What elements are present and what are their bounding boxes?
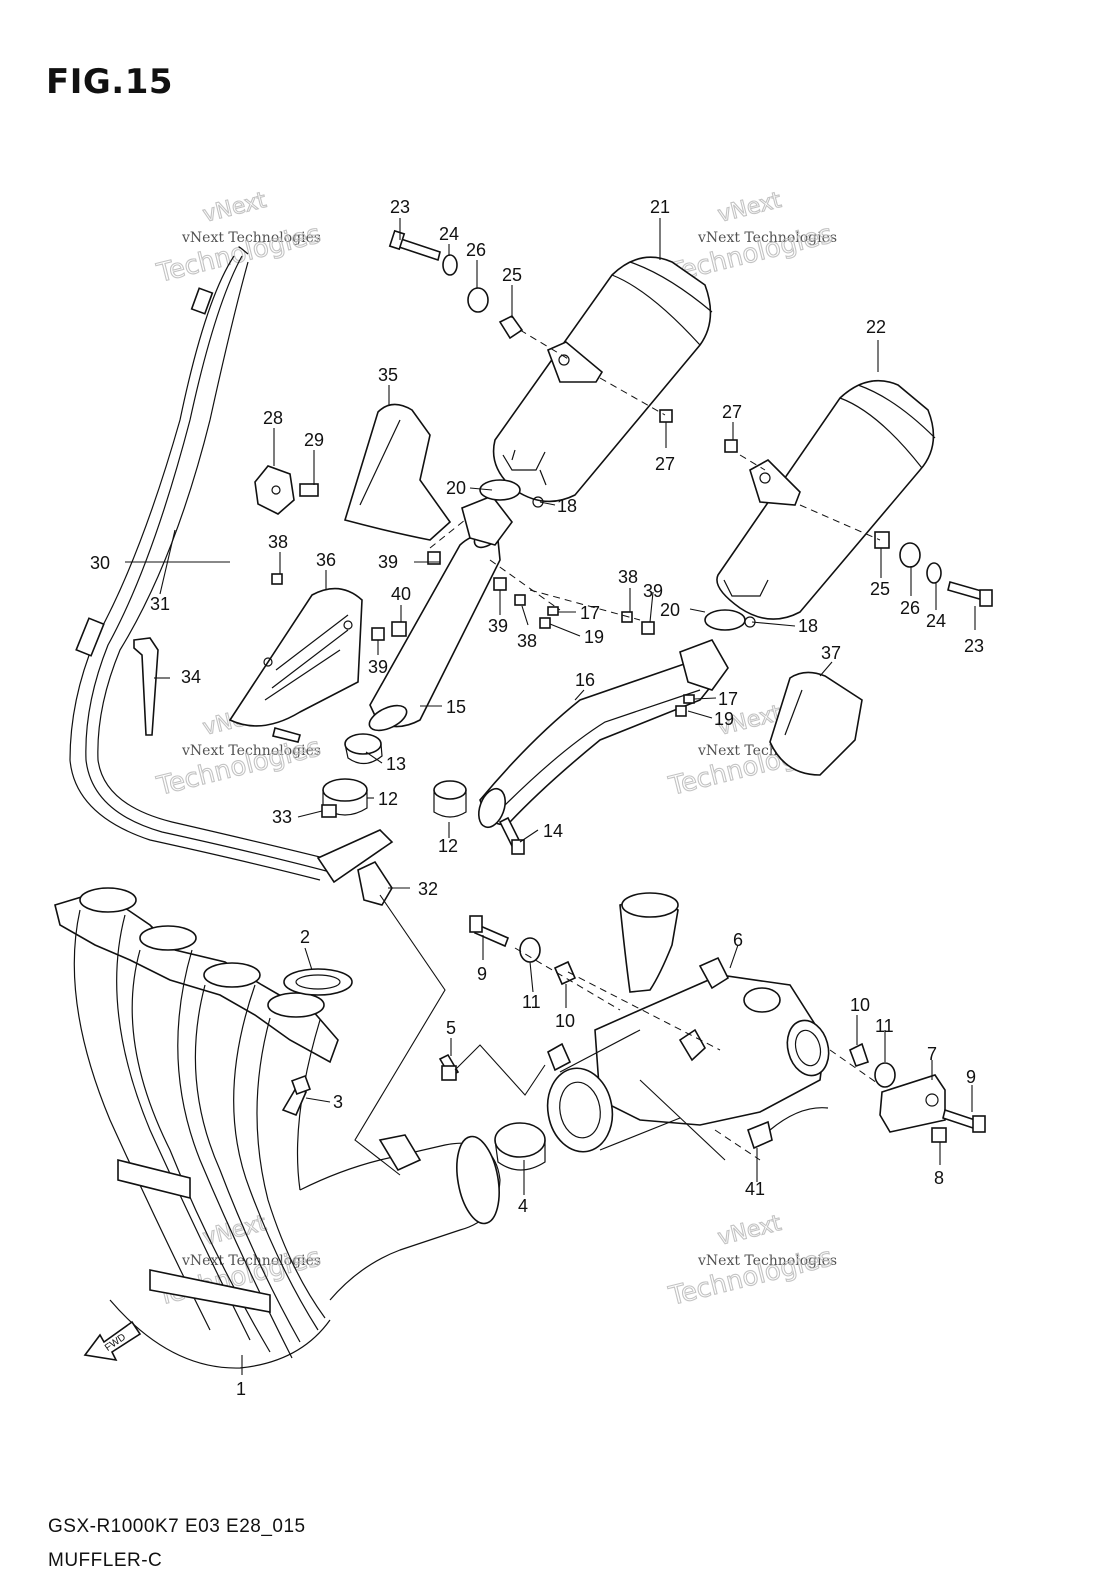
part-label-39: 39: [488, 616, 508, 636]
leader-lines: [125, 218, 976, 1375]
part-label-34: 34: [181, 667, 201, 687]
part-label-12: 12: [438, 836, 458, 856]
fwd-arrow: FWD: [83, 1320, 142, 1362]
ring-4-drawing: [494, 1122, 546, 1171]
part-label-29: 29: [304, 430, 324, 450]
part-label-11: 11: [875, 1016, 894, 1036]
svg-text:vNext: vNext: [200, 1211, 269, 1251]
part-label-20: 20: [446, 478, 466, 498]
svg-text:vNext: vNext: [715, 1211, 784, 1251]
svg-text:vNext Technologies: vNext Technologies: [181, 743, 321, 759]
model-code: GSX-R1000K7 E03 E28_015: [48, 1516, 306, 1537]
part-label-26: 26: [900, 598, 920, 618]
part-label-38: 38: [517, 631, 537, 651]
part-label-33: 33: [272, 807, 292, 827]
part-label-6: 6: [733, 930, 743, 950]
part-label-39: 39: [643, 581, 663, 601]
part-label-15: 15: [446, 697, 466, 717]
part-label-39: 39: [378, 552, 398, 572]
part-label-5: 5: [446, 1018, 456, 1038]
part-label-38: 38: [618, 567, 638, 587]
part-label-4: 4: [518, 1196, 528, 1216]
part-label-17: 17: [580, 603, 600, 623]
bracket-7-drawing: [879, 1074, 946, 1133]
part-label-14: 14: [543, 821, 563, 841]
part-label-2: 2: [300, 927, 310, 947]
part-label-8: 8: [934, 1168, 944, 1188]
part-label-9: 9: [477, 964, 487, 984]
cables-drawing: [69, 246, 394, 884]
part-label-27: 27: [655, 454, 675, 474]
heat-shield-35-drawing: [343, 403, 452, 541]
part-label-35: 35: [378, 365, 398, 385]
svg-text:vNext Technologies: vNext Technologies: [697, 1253, 837, 1269]
part-label-40: 40: [391, 584, 411, 604]
hardware-drawing: [271, 229, 993, 1143]
figure-title: FIG.15: [46, 62, 174, 102]
svg-text:vNext Technologies: vNext Technologies: [181, 230, 321, 246]
part-label-7: 7: [927, 1044, 937, 1064]
part-label-19: 19: [714, 709, 734, 729]
part-label-10: 10: [850, 995, 870, 1015]
chamber-6-drawing: [546, 892, 830, 1153]
watermark-bottom-right: vNext vNext Technologies Technologies: [665, 1210, 837, 1312]
part-label-22: 22: [866, 317, 886, 337]
assembly-lines: [354, 329, 881, 1176]
sensor-41-drawing: [747, 1107, 829, 1150]
pipe-16-drawing: [478, 639, 729, 829]
clamp-34-drawing: [133, 637, 159, 736]
exhaust-manifold-1-drawing: [54, 887, 501, 1369]
part-label-17: 17: [718, 689, 738, 709]
muffler-22-drawing: [716, 379, 936, 620]
heat-shield-37-drawing: [769, 671, 863, 776]
part-label-39: 39: [368, 657, 388, 677]
part-label-23: 23: [390, 197, 410, 217]
part-label-27: 27: [722, 402, 742, 422]
pipe-15-drawing: [368, 495, 514, 732]
part-label-30: 30: [90, 553, 110, 573]
part-label-10: 10: [555, 1011, 575, 1031]
watermark-top-left: vNext vNext Technologies Technologies: [153, 187, 324, 289]
bolt-3-drawing: [281, 1075, 311, 1117]
bracket-32-drawing: [357, 860, 393, 906]
part-label-1: 1: [236, 1379, 246, 1399]
part-label-24: 24: [439, 224, 459, 244]
part-labels: 23 24 26 25 21 22 35 28 29 27 27 20 18 3…: [90, 197, 984, 1399]
svg-text:vNext Technologies: vNext Technologies: [697, 230, 837, 246]
part-label-18: 18: [557, 496, 577, 516]
svg-text:vNext: vNext: [200, 188, 269, 228]
part-label-24: 24: [926, 611, 946, 631]
part-label-12: 12: [378, 789, 398, 809]
part-label-9: 9: [966, 1067, 976, 1087]
part-label-36: 36: [316, 550, 336, 570]
part-label-37: 37: [821, 643, 841, 663]
part-label-32: 32: [418, 879, 438, 899]
part-label-18: 18: [798, 616, 818, 636]
part-label-38: 38: [268, 532, 288, 552]
bracket-28-drawing: [254, 465, 295, 515]
part-label-3: 3: [333, 1092, 343, 1112]
heat-shield-36-drawing: [228, 587, 363, 727]
gasket-2-drawing: [283, 968, 353, 996]
part-label-25: 25: [502, 265, 522, 285]
part-label-31: 31: [150, 594, 170, 614]
part-label-16: 16: [575, 670, 595, 690]
part-label-41: 41: [745, 1179, 765, 1199]
watermark-top-right: vNext vNext Technologies Technologies: [665, 187, 837, 289]
part-label-13: 13: [386, 754, 406, 774]
part-label-19: 19: [584, 627, 604, 647]
part-label-20: 20: [660, 600, 680, 620]
part-label-11: 11: [522, 992, 541, 1012]
svg-text:vNext Technologies: vNext Technologies: [181, 1253, 321, 1269]
svg-text:vNext: vNext: [715, 188, 784, 228]
part-label-26: 26: [466, 240, 486, 260]
rings-drawing: [322, 733, 467, 818]
part-label-23: 23: [964, 636, 984, 656]
part-label-28: 28: [263, 408, 283, 428]
section-name: MUFFLER-C: [48, 1550, 163, 1571]
part-label-25: 25: [870, 579, 890, 599]
part-label-21: 21: [650, 197, 670, 217]
